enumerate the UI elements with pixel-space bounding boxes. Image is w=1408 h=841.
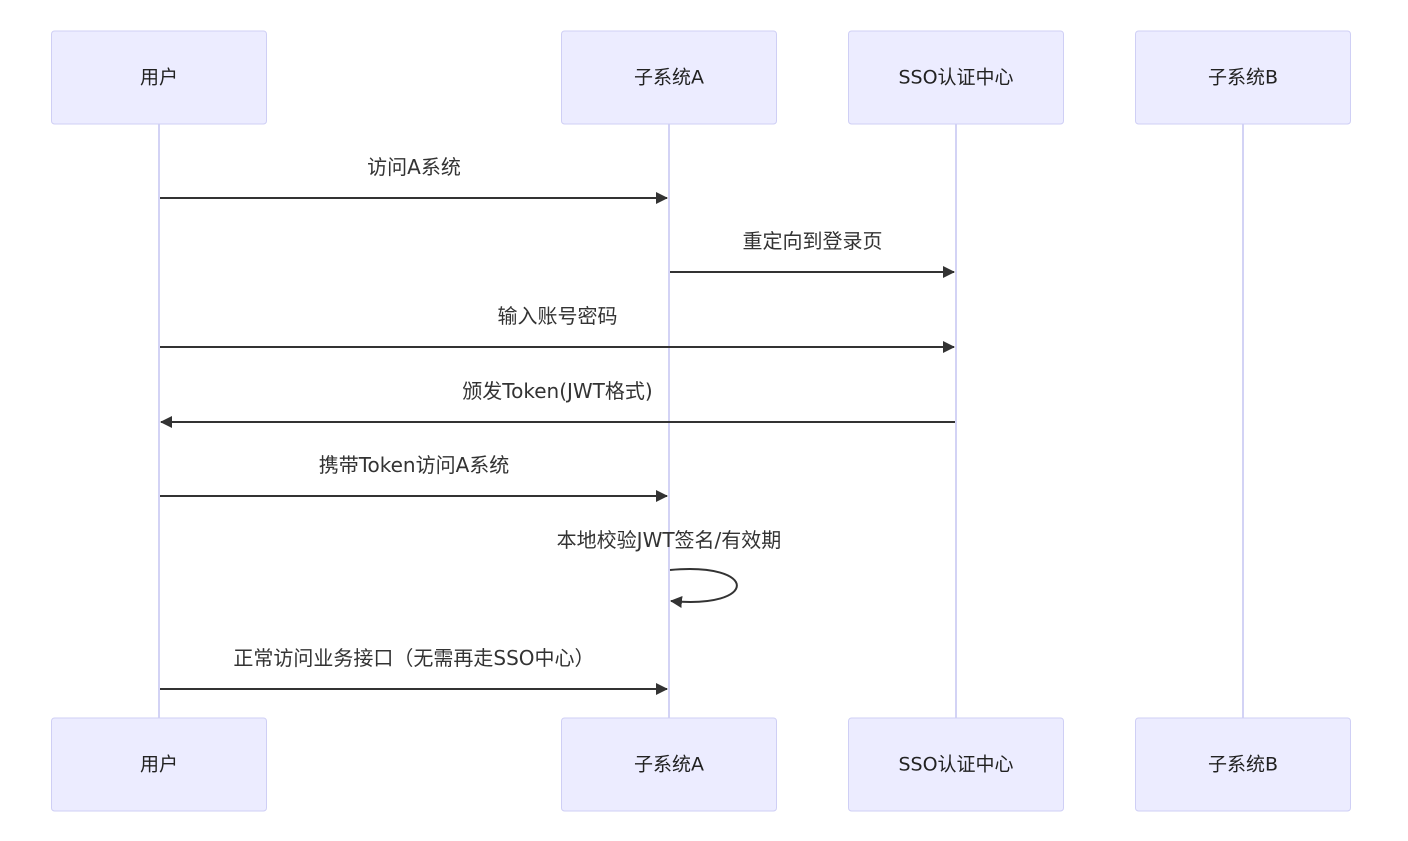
message-label: 本地校验JWT签名/有效期	[557, 528, 782, 552]
message-label: 重定向到登录页	[743, 229, 883, 253]
participant-box	[561, 30, 777, 125]
participant-user-top: 用户	[51, 30, 267, 125]
message-label: 访问A系统	[367, 155, 461, 179]
participant-sysB-bottom: 子系统B	[1135, 717, 1351, 812]
participant-sso-top: SSO认证中心	[848, 30, 1064, 125]
participant-label: SSO认证中心	[898, 754, 1013, 776]
message-5: 携带Token访问A系统	[160, 453, 668, 502]
participant-box	[51, 30, 267, 125]
participant-box	[51, 717, 267, 812]
participant-label: 用户	[140, 754, 178, 776]
message-label: 携带Token访问A系统	[319, 453, 510, 477]
participant-box	[848, 30, 1064, 125]
message-label: 颁发Token(JWT格式)	[462, 379, 652, 403]
participant-label: 子系统A	[634, 754, 704, 776]
message-4: 颁发Token(JWT格式)	[160, 379, 955, 428]
participant-sso-bottom: SSO认证中心	[848, 717, 1064, 812]
message-label: 正常访问业务接口（无需再走SSO中心）	[233, 646, 594, 670]
participant-box	[1135, 717, 1351, 812]
participant-box	[848, 717, 1064, 812]
message-7: 正常访问业务接口（无需再走SSO中心）	[160, 646, 668, 695]
participant-label: SSO认证中心	[898, 67, 1013, 89]
message-3: 输入账号密码	[160, 304, 955, 353]
message-2: 重定向到登录页	[670, 229, 955, 278]
participant-sysA-top: 子系统A	[561, 30, 777, 125]
message-6: 本地校验JWT签名/有效期	[557, 528, 782, 608]
lifelines	[158, 124, 1244, 718]
participant-box	[1135, 30, 1351, 125]
participant-box	[561, 717, 777, 812]
participant-label: 子系统B	[1208, 67, 1278, 89]
participant-sysB-top: 子系统B	[1135, 30, 1351, 125]
message-label: 输入账号密码	[498, 304, 618, 328]
message-1: 访问A系统	[160, 155, 668, 204]
self-message-arrow	[669, 568, 738, 608]
participant-sysA-bottom: 子系统A	[561, 717, 777, 812]
participant-label: 子系统B	[1208, 754, 1278, 776]
participant-label: 用户	[140, 67, 178, 89]
participant-user-bottom: 用户	[51, 717, 267, 812]
participant-label: 子系统A	[634, 67, 704, 89]
